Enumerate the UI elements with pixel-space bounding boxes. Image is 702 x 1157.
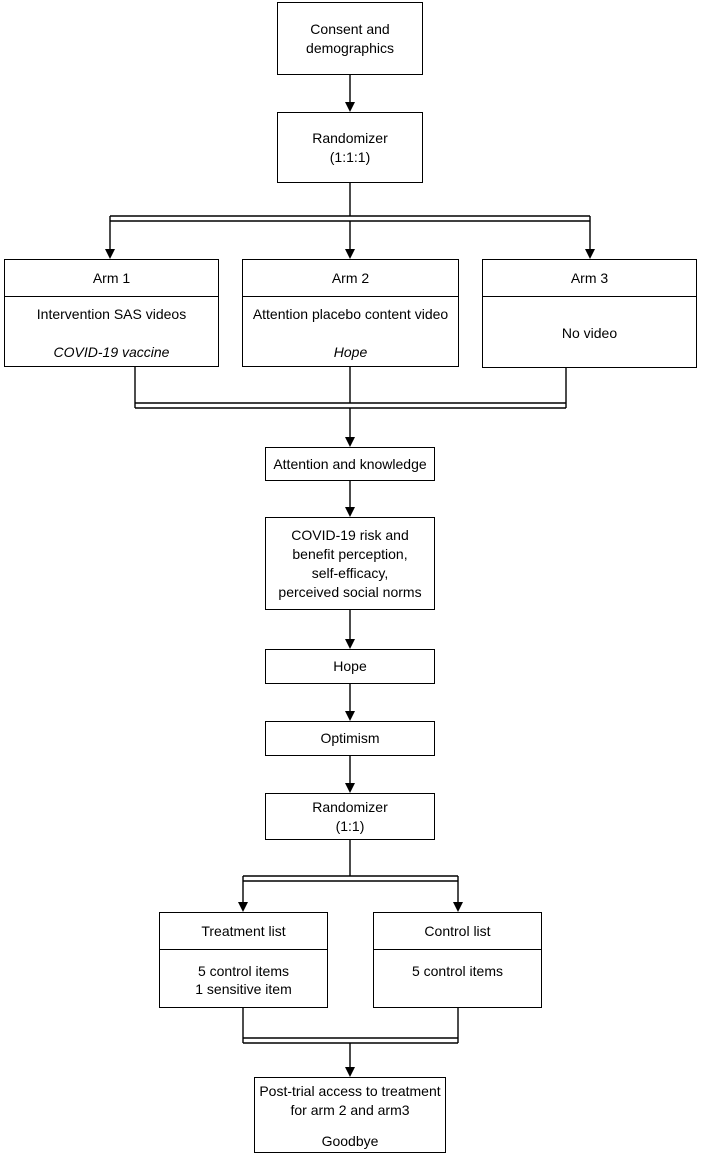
- final-line-2: for arm 2 and arm3: [290, 1102, 410, 1118]
- treatment-list-box: Treatment list 5 control items 1 sensiti…: [159, 912, 328, 1008]
- arm-2-content: Attention placebo content video: [252, 306, 449, 322]
- arm-2-topic: Hope: [333, 344, 368, 360]
- consent-demographics-box: Consent and demographics: [277, 2, 423, 75]
- consent-line-2: demographics: [306, 39, 394, 56]
- perception-line-1: COVID-19 risk and: [291, 526, 409, 543]
- hope-label: Hope: [333, 658, 367, 674]
- perception-line-3: self-efficacy,: [311, 564, 389, 581]
- control-list-item-1: 5 control items: [411, 963, 504, 979]
- randomizer1-line-1: Randomizer: [312, 129, 388, 146]
- randomizer-1-1-box: Randomizer (1:1): [265, 793, 435, 840]
- attention-label: Attention and knowledge: [273, 455, 427, 472]
- treatment-list-item-1: 5 control items: [197, 963, 290, 979]
- treatment-list-item-2: 1 sensitive item: [195, 981, 292, 997]
- attention-knowledge-box: Attention and knowledge: [265, 447, 435, 481]
- arm-3-content: No video: [561, 325, 618, 341]
- perception-line-4: perceived social norms: [278, 583, 422, 600]
- arm-2-title: Arm 2: [243, 260, 458, 297]
- arm-1-title: Arm 1: [5, 260, 218, 297]
- treatment-list-title: Treatment list: [160, 913, 327, 950]
- control-list-box: Control list 5 control items: [373, 912, 542, 1008]
- randomizer1-line-2: (1:1:1): [329, 148, 371, 165]
- final-goodbye: Goodbye: [321, 1133, 379, 1149]
- arm-3-title: Arm 3: [483, 260, 696, 297]
- optimism-box: Optimism: [265, 721, 435, 756]
- final-line-1: Post-trial access to treatment: [259, 1083, 441, 1099]
- risk-perception-box: COVID-19 risk and benefit perception, se…: [265, 517, 435, 610]
- hope-box: Hope: [265, 649, 435, 684]
- consent-line-1: Consent and: [310, 20, 390, 37]
- arm-3-box: Arm 3 No video: [482, 259, 697, 368]
- randomizer2-line-1: Randomizer: [312, 798, 388, 815]
- arm-1-content: Intervention SAS videos: [36, 306, 187, 322]
- arm-2-box: Arm 2 Attention placebo content video Ho…: [242, 259, 459, 367]
- optimism-label: Optimism: [320, 730, 380, 746]
- perception-line-2: benefit perception,: [292, 545, 408, 562]
- arm-1-topic: COVID-19 vaccine: [53, 344, 170, 360]
- control-list-title: Control list: [374, 913, 541, 950]
- post-trial-goodbye-box: Post-trial access to treatment for arm 2…: [254, 1077, 446, 1153]
- arm-1-box: Arm 1 Intervention SAS videos COVID-19 v…: [4, 259, 219, 367]
- randomizer2-line-2: (1:1): [335, 817, 365, 834]
- randomizer-1-1-1-box: Randomizer (1:1:1): [277, 112, 423, 183]
